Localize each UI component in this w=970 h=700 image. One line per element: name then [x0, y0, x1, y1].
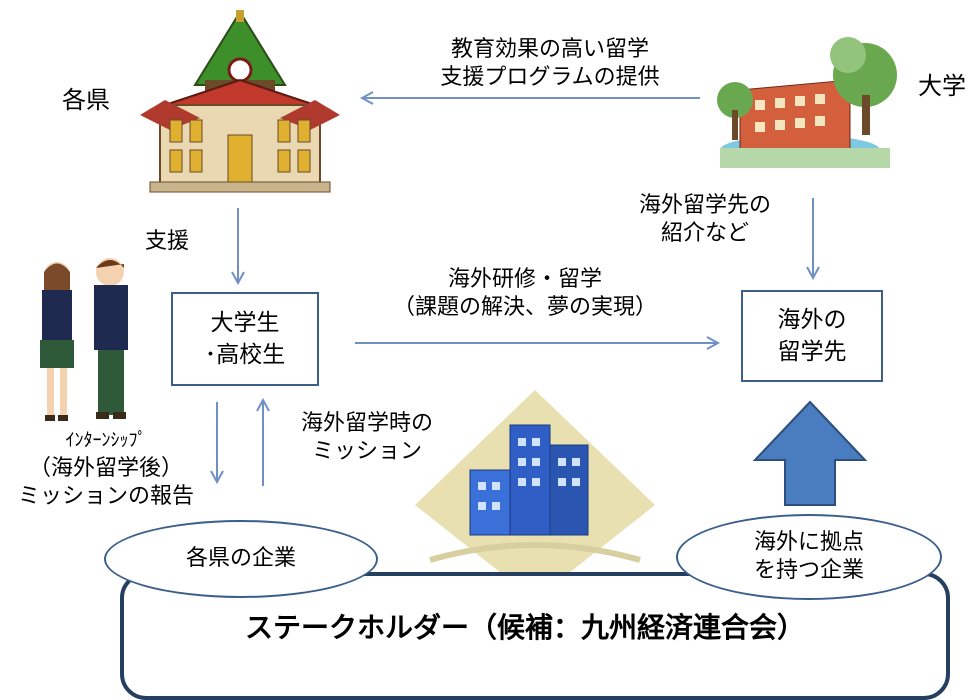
prefecture-building-icon [140, 10, 340, 193]
overseas-box-line1: 海外の [777, 307, 847, 333]
city-buildings-icon [415, 390, 655, 600]
local-companies-label: 各県の企業 [185, 546, 296, 571]
internship-label: ｲﾝﾀｰﾝｼｯﾌﾟ （海外留学後） ミッションの報告 [8, 427, 204, 511]
overseas-companies-line1: 海外に拠点 [753, 530, 864, 555]
prefecture-label: 各県 [62, 86, 110, 114]
program-label-line2: 支援プログラムの提供 [440, 65, 660, 90]
students-icon [40, 258, 128, 421]
study-abroad-intro-line2: 紹介など [660, 221, 749, 246]
overseas-companies-line2: を持つ企業 [753, 558, 864, 583]
local-companies-ellipse: 各県の企業 [104, 520, 378, 598]
overseas-companies-ellipse: 海外に拠点 を持つ企業 [676, 514, 942, 600]
mission-label-line2: ミッション [311, 439, 422, 464]
study-abroad-intro-label: 海外留学先の 紹介など [610, 192, 800, 248]
big-up-arrow-icon [752, 400, 868, 506]
program-label: 教育効果の高い留学 支援プログラムの提供 [400, 36, 700, 92]
internship-label-line2: （海外留学後） [28, 456, 183, 481]
university-building-icon [717, 37, 897, 168]
stakeholder-title: ステークホルダー（候補：九州経済連合会） [245, 611, 806, 644]
students-box-line2: ･高校生 [204, 342, 286, 368]
training-label: 海外研修・留学 （課題の解決、夢の実現） [375, 266, 675, 322]
mission-label: 海外留学時の ミッション [282, 410, 452, 466]
support-label: 支援 [145, 229, 190, 254]
program-label-line1: 教育効果の高い留学 [450, 37, 649, 62]
training-label-line2: （課題の解決、夢の実現） [392, 295, 657, 320]
mission-label-line1: 海外留学時の [300, 411, 433, 436]
internship-label-line1: ｲﾝﾀｰﾝｼｯﾌﾟ [65, 430, 147, 451]
diagram-canvas [40, 10, 897, 600]
training-label-line1: 海外研修・留学 [447, 267, 602, 292]
internship-label-line3: ミッションの報告 [17, 484, 194, 509]
students-box: 大学生 ･高校生 [171, 292, 319, 386]
students-box-line1: 大学生 [210, 310, 280, 336]
study-abroad-intro-line1: 海外留学先の [638, 193, 771, 218]
overseas-box-line2: 留学先 [777, 339, 847, 365]
university-label: 大学 [918, 72, 966, 100]
overseas-destination-box: 海外の 留学先 [741, 290, 883, 382]
